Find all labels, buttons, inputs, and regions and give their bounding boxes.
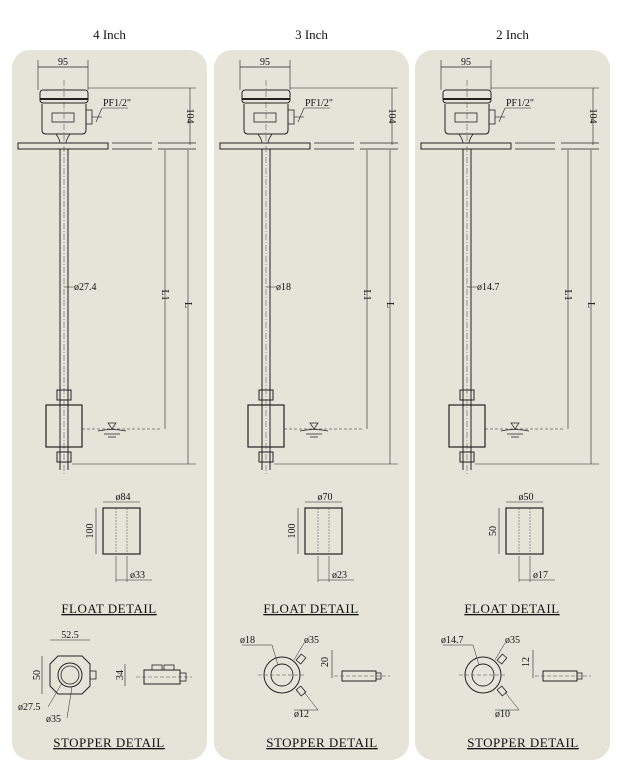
connection-label: PF1/2": [506, 98, 534, 109]
technical-drawing: 95 PF1/2" 104 ø18: [219, 57, 398, 750]
stopper-dim: ø35: [304, 635, 319, 646]
panel-0: 95 PF1/2" 104 ø27.4: [12, 50, 207, 760]
height-dim: 104: [386, 109, 397, 124]
panel-title: 2 Inch: [496, 27, 529, 42]
stopper-detail-caption: STOPPER DETAIL: [53, 735, 165, 750]
stopper-dim: ø12: [294, 709, 309, 720]
stopper-dim: 50: [32, 670, 43, 680]
float-bore: ø17: [533, 570, 548, 581]
float-height: 50: [488, 526, 499, 536]
stopper-detail-caption: STOPPER DETAIL: [467, 735, 579, 750]
panel-title: 4 Inch: [93, 27, 126, 42]
float-detail-caption: FLOAT DETAIL: [263, 601, 358, 616]
stopper-dim: 20: [320, 657, 331, 667]
stopper-dim: ø35: [46, 714, 61, 725]
float-detail-caption: FLOAT DETAIL: [61, 601, 156, 616]
float-bore: ø23: [332, 570, 347, 581]
probe-assembly: 95 PF1/2" 104 ø14.7: [420, 57, 599, 475]
stopper-dim: ø27.5: [18, 702, 41, 713]
panel-title: 3 Inch: [295, 27, 328, 42]
float-diameter: ø70: [318, 492, 333, 503]
l-dim: L: [384, 302, 395, 308]
stopper-detail: ø14.7 ø35 12 ø10 STOPPER DETAIL: [441, 635, 591, 750]
l-dim: L: [182, 302, 193, 308]
stopper-dim: 12: [521, 657, 532, 667]
top-width-dim: 95: [58, 57, 68, 68]
stopper-dim: 34: [115, 670, 126, 680]
float-diameter: ø50: [519, 492, 534, 503]
technical-drawing: 95 PF1/2" 104 ø14.7: [420, 57, 599, 750]
stopper-detail: 52.5 50 ø27.5 ø35 34 STOPPER DETAIL: [18, 630, 192, 750]
float-detail-caption: FLOAT DETAIL: [464, 601, 559, 616]
probe-assembly: 95 PF1/2" 104 ø27.4: [17, 57, 196, 475]
float-detail: ø50 50 ø17 FLOAT DETAIL: [464, 492, 559, 616]
stopper-dim: ø35: [505, 635, 520, 646]
connection-label: PF1/2": [103, 98, 131, 109]
rod-diameter-label: ø18: [276, 282, 291, 293]
top-width-dim: 95: [260, 57, 270, 68]
l1-dim: L1: [361, 289, 372, 300]
connection-label: PF1/2": [305, 98, 333, 109]
top-width-dim: 95: [461, 57, 471, 68]
panel-1: 95 PF1/2" 104 ø18: [214, 50, 409, 760]
technical-drawing: 95 PF1/2" 104 ø27.4: [17, 57, 196, 750]
float-detail: ø70 100 ø23 FLOAT DETAIL: [263, 492, 358, 616]
float-bore: ø33: [130, 570, 145, 581]
stopper-detail: ø18 ø35 20 ø12 STOPPER DETAIL: [240, 635, 390, 750]
l-dim: L: [585, 302, 596, 308]
float-height: 100: [85, 524, 96, 539]
height-dim: 104: [184, 109, 195, 124]
panel-2: 95 PF1/2" 104 ø14.7: [415, 50, 610, 760]
float-detail: ø84 100 ø33 FLOAT DETAIL: [61, 492, 156, 616]
l1-dim: L1: [159, 289, 170, 300]
stopper-detail-caption: STOPPER DETAIL: [266, 735, 378, 750]
stopper-dim: ø18: [240, 635, 255, 646]
rod-diameter-label: ø14.7: [477, 282, 500, 293]
stopper-dim: ø10: [495, 709, 510, 720]
stopper-dim: 52.5: [61, 630, 79, 641]
rod-diameter-label: ø27.4: [74, 282, 97, 293]
l1-dim: L1: [562, 289, 573, 300]
float-diameter: ø84: [116, 492, 131, 503]
float-height: 100: [287, 524, 298, 539]
stopper-dim: ø14.7: [441, 635, 464, 646]
probe-assembly: 95 PF1/2" 104 ø18: [219, 57, 398, 475]
height-dim: 104: [587, 109, 598, 124]
